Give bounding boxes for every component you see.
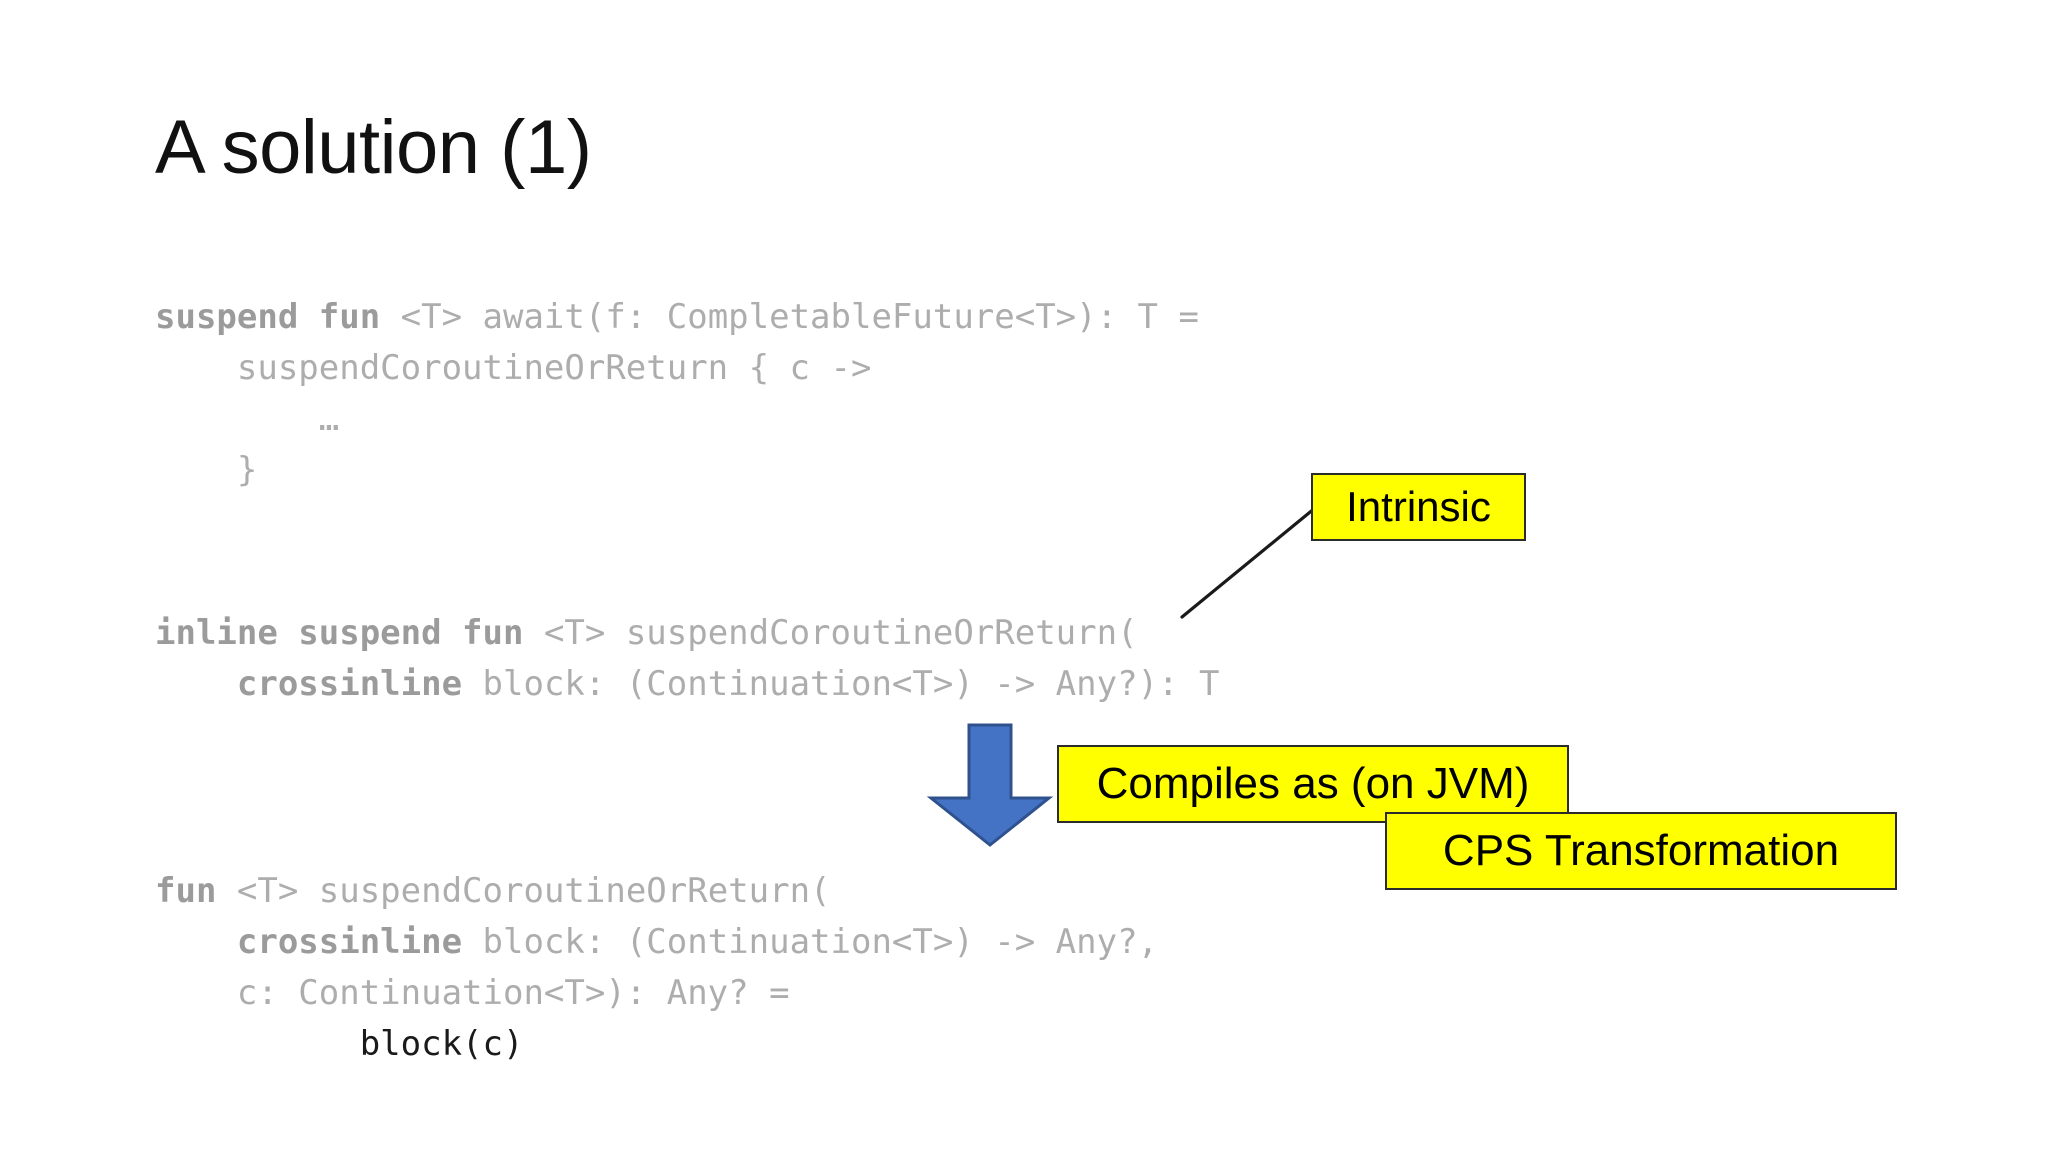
code-token-plain: suspendCoroutineOrReturn { c -> xyxy=(155,348,872,388)
code-line: suspend fun <T> await(f: CompletableFutu… xyxy=(155,292,1199,343)
code-token-dark: block(c) xyxy=(155,1024,524,1064)
callout-cps-transformation: CPS Transformation xyxy=(1385,812,1897,890)
code-block-inline-suspend-declaration: inline suspend fun <T> suspendCoroutineO… xyxy=(155,608,1219,710)
page-title: A solution (1) xyxy=(155,105,592,190)
code-token-plain: <T> await(f: CompletableFuture<T>): T = xyxy=(380,297,1199,337)
code-token-kw: crossinline xyxy=(236,922,463,962)
code-token-plain: c: Continuation<T>): Any? = xyxy=(155,973,790,1013)
code-token-plain: } xyxy=(155,450,258,490)
code-token-plain: block: (Continuation<T>) -> Any?): T xyxy=(462,664,1220,704)
code-token-kw: suspend fun xyxy=(155,297,381,337)
code-line: block(c) xyxy=(155,1019,1158,1070)
code-token-plain: <T> suspendCoroutineOrReturn( xyxy=(523,613,1138,653)
code-line: c: Continuation<T>): Any? = xyxy=(155,968,1158,1019)
code-line: fun <T> suspendCoroutineOrReturn( xyxy=(155,866,1158,917)
code-block-cps-transformed-declaration: fun <T> suspendCoroutineOrReturn( crossi… xyxy=(155,866,1158,1070)
code-token-kw: crossinline xyxy=(236,664,463,704)
code-token-kw: inline suspend fun xyxy=(155,613,524,653)
code-line: } xyxy=(155,445,1199,496)
down-arrow-icon xyxy=(926,723,1054,847)
code-line: … xyxy=(155,394,1199,445)
code-line: inline suspend fun <T> suspendCoroutineO… xyxy=(155,608,1219,659)
code-token-plain: … xyxy=(155,399,340,439)
callout-compiles-as-on-jvm: Compiles as (on JVM) xyxy=(1057,745,1569,823)
code-token-plain: <T> suspendCoroutineOrReturn( xyxy=(216,871,831,911)
code-block-await-declaration: suspend fun <T> await(f: CompletableFutu… xyxy=(155,292,1199,496)
code-token-kw: fun xyxy=(155,871,217,911)
code-line: suspendCoroutineOrReturn { c -> xyxy=(155,343,1199,394)
code-token-plain xyxy=(155,664,237,704)
intrinsic-leader-line-icon xyxy=(1180,497,1328,619)
callout-intrinsic: Intrinsic xyxy=(1311,473,1526,541)
code-line: crossinline block: (Continuation<T>) -> … xyxy=(155,917,1158,968)
code-token-plain xyxy=(155,922,237,962)
code-token-plain: block: (Continuation<T>) -> Any?, xyxy=(462,922,1159,962)
code-line: crossinline block: (Continuation<T>) -> … xyxy=(155,659,1220,710)
